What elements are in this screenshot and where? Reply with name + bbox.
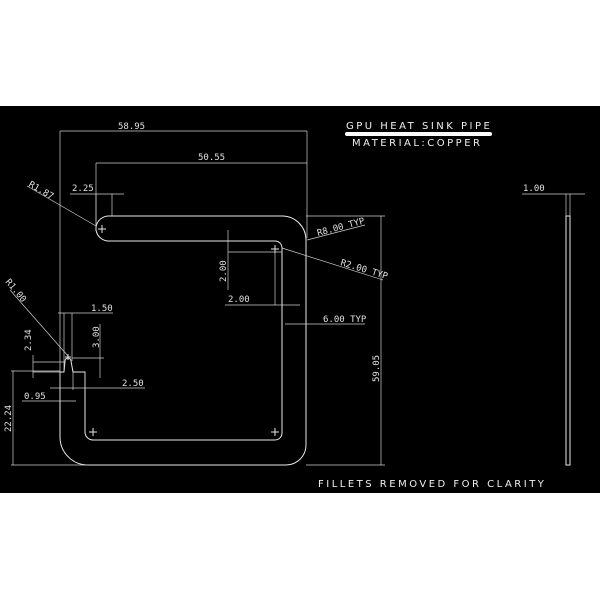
dim-stub-gap: 2.50 bbox=[122, 379, 144, 389]
drawing-note: FILLETS REMOVED FOR CLARITY bbox=[318, 479, 546, 490]
dim-stub-offset: 2.34 bbox=[24, 329, 34, 351]
drawing-sheet bbox=[0, 106, 600, 493]
dim-inner-radius: R2.00 TYP bbox=[339, 258, 389, 282]
dim-stub-width: 1.50 bbox=[91, 304, 113, 314]
dim-end-width: 2.25 bbox=[72, 184, 94, 194]
dim-outer-radius: R8.00 TYP bbox=[316, 216, 366, 238]
dim-offset-vertical: 2.00 bbox=[219, 260, 229, 282]
dim-stub-elevation: 22.24 bbox=[4, 405, 14, 432]
dim-end-radius: R1.87 bbox=[27, 180, 55, 202]
dim-wall-width: 6.00 TYP bbox=[323, 315, 367, 325]
dim-stub-radius: R1.00 bbox=[3, 278, 28, 305]
pipe-outline bbox=[59, 215, 307, 466]
dim-stub-edge: 0.95 bbox=[24, 392, 46, 402]
dim-stub-height: 3.00 bbox=[92, 326, 102, 348]
side-view bbox=[565, 215, 571, 466]
material-label: MATERIAL:COPPER bbox=[352, 138, 482, 149]
drawing-title: GPU HEAT SINK PIPE bbox=[346, 121, 492, 132]
dim-arm-length: 50.55 bbox=[198, 153, 225, 163]
dim-offset-horizontal: 2.00 bbox=[228, 295, 250, 305]
dimension-lines bbox=[9, 130, 585, 466]
dim-overall-height: 59.05 bbox=[372, 355, 382, 382]
title-underline bbox=[345, 132, 492, 136]
dim-thickness: 1.00 bbox=[523, 184, 545, 194]
center-marks bbox=[65, 225, 279, 436]
dim-overall-width: 58.95 bbox=[118, 122, 145, 132]
